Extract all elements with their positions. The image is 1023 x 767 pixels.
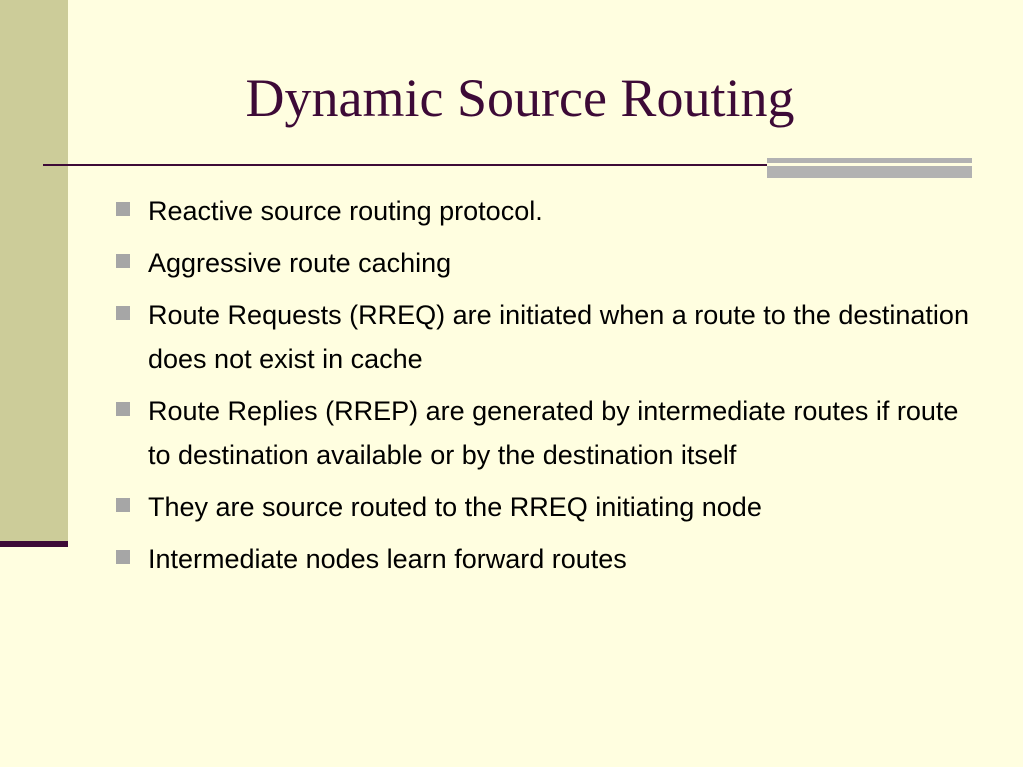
bullet-item: Reactive source routing protocol. [112,189,972,233]
accent-bar-top [767,158,972,163]
square-bullet-icon [116,402,130,416]
bullet-item: Route Requests (RREQ) are initiated when… [112,293,972,381]
square-bullet-icon [116,306,130,320]
square-bullet-icon [116,254,130,268]
side-band [0,0,68,541]
bullet-item: They are source routed to the RREQ initi… [112,485,972,529]
bullet-item: Intermediate nodes learn forward routes [112,537,972,581]
square-bullet-icon [116,202,130,216]
side-rule [0,541,68,547]
bullet-item: Aggressive route caching [112,241,972,285]
bullet-text: They are source routed to the RREQ initi… [148,492,762,522]
bullet-text: Route Replies (RREP) are generated by in… [148,396,959,470]
accent-bar-bottom [767,166,972,178]
bullet-item: Route Replies (RREP) are generated by in… [112,389,972,477]
square-bullet-icon [116,550,130,564]
slide-title: Dynamic Source Routing [245,68,795,128]
bullet-text: Reactive source routing protocol. [148,196,543,226]
square-bullet-icon [116,498,130,512]
bullet-text: Route Requests (RREQ) are initiated when… [148,300,969,374]
bullet-text: Aggressive route caching [148,248,452,278]
bullet-text: Intermediate nodes learn forward routes [148,544,627,574]
bullet-list: Reactive source routing protocol. Aggres… [112,189,972,589]
title-rule [43,164,767,166]
